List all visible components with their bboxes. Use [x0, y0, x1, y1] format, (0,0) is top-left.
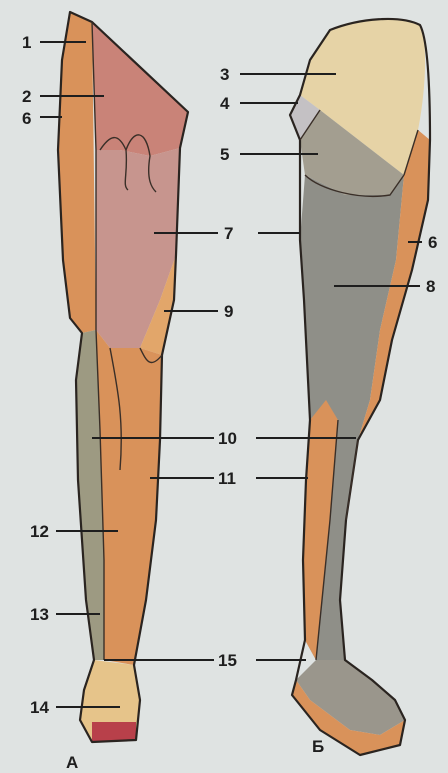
label-3: 3 [220, 65, 229, 84]
label-8: 8 [426, 277, 435, 296]
label-12: 12 [30, 522, 49, 541]
zone-15-foot [296, 660, 405, 735]
label-11: 11 [218, 469, 236, 488]
label-7: 7 [224, 224, 233, 243]
label-9: 9 [224, 302, 233, 321]
caption-b: Б [312, 737, 324, 756]
zone-10-11-left [96, 330, 162, 665]
caption-a: А [66, 753, 78, 772]
label-14: 14 [30, 698, 49, 717]
label-2: 2 [22, 87, 31, 106]
zone-6-left [58, 12, 96, 333]
label-4: 4 [220, 94, 230, 113]
leg-b-posterior [290, 19, 430, 755]
toes [92, 722, 136, 742]
label-6-left: 6 [22, 109, 31, 128]
label-10: 10 [218, 429, 237, 448]
label-1: 1 [22, 33, 31, 52]
leg-a-anterior [58, 12, 188, 742]
label-15: 15 [218, 651, 237, 670]
label-13: 13 [30, 605, 49, 624]
zone-2 [92, 22, 188, 156]
label-5: 5 [220, 145, 229, 164]
label-6-right: 6 [428, 233, 437, 252]
